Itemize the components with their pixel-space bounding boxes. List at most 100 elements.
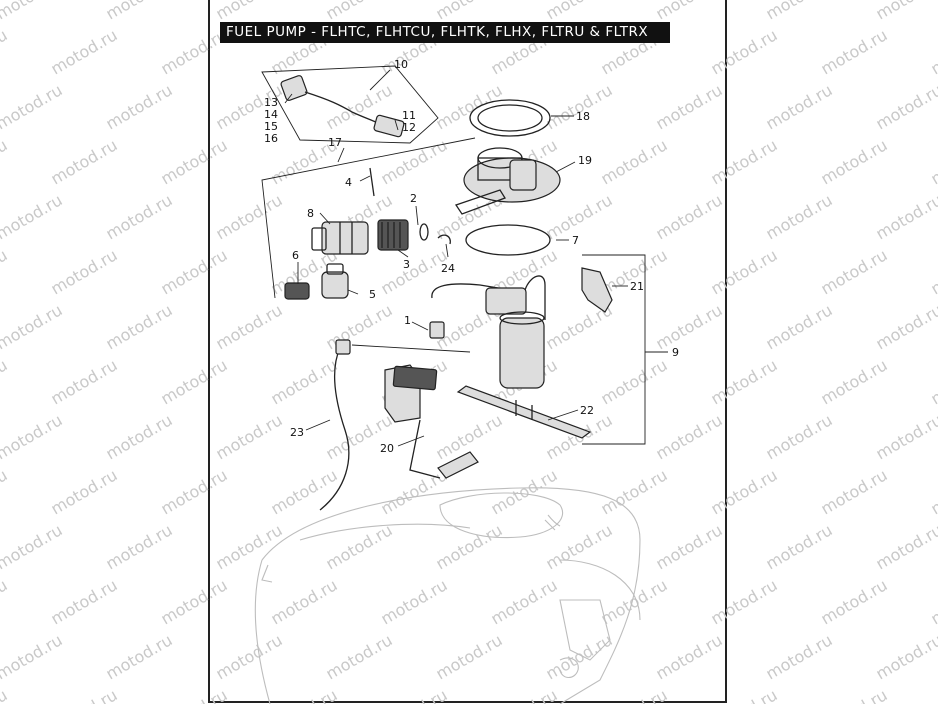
- watermark-text: motod.ru: [708, 25, 781, 78]
- callout-4: 4: [345, 176, 352, 189]
- watermark-text: motod.ru: [0, 520, 66, 573]
- watermark-text: motod.ru: [268, 355, 341, 408]
- callout-20: 20: [380, 442, 394, 455]
- part-17-bracket: [261, 137, 476, 299]
- watermark-text: motod.ru: [103, 630, 176, 683]
- part-10-connector-harness: [261, 65, 439, 144]
- watermark-text: motod.ru: [103, 520, 176, 573]
- watermark-text: motod.ru: [323, 0, 396, 23]
- watermark-text: motod.ru: [213, 300, 286, 353]
- watermark-text: motod.ru: [48, 25, 121, 78]
- callout-11: 11: [402, 109, 416, 122]
- callout-leaders: [284, 69, 668, 447]
- part-23-hose: [319, 339, 471, 511]
- watermark-text: motod.ru: [0, 410, 66, 463]
- watermark-text: motod.ru: [873, 190, 938, 243]
- part-8-pump-module: [311, 221, 369, 255]
- watermark-text: motod.ru: [488, 685, 561, 704]
- watermark-text: motod.ru: [48, 465, 121, 518]
- watermark-text: motod.ru: [213, 0, 286, 23]
- watermark-text: motod.ru: [873, 300, 938, 353]
- watermark-text: motod.ru: [818, 135, 891, 188]
- part-20-level-sender: [384, 364, 479, 479]
- watermark-text: motod.ru: [928, 575, 938, 628]
- watermark-text: motod.ru: [158, 245, 231, 298]
- watermark-text: motod.ru: [0, 0, 66, 23]
- watermark-text: motod.ru: [378, 135, 451, 188]
- callout-21: 21: [630, 280, 644, 293]
- callout-22: 22: [580, 404, 594, 417]
- watermark-text: motod.ru: [928, 245, 938, 298]
- watermark-text: motod.ru: [543, 190, 616, 243]
- watermark-text: motod.ru: [708, 245, 781, 298]
- watermark-text: motod.ru: [653, 0, 726, 23]
- watermark-text: motod.ru: [873, 520, 938, 573]
- watermark-text: motod.ru: [213, 190, 286, 243]
- watermark-text: motod.ru: [818, 575, 891, 628]
- part-24-clamp: [437, 234, 451, 245]
- watermark-text: motod.ru: [48, 135, 121, 188]
- watermark-text: motod.ru: [598, 465, 671, 518]
- watermark-text: motod.ru: [653, 80, 726, 133]
- callout-6: 6: [292, 249, 299, 262]
- part-18-lock-ring: [469, 99, 551, 137]
- watermark-text: motod.ru: [48, 355, 121, 408]
- callout-19: 19: [578, 154, 592, 167]
- watermark-text: motod.ru: [213, 630, 286, 683]
- fuel-tank: [254, 487, 641, 704]
- watermark-text: motod.ru: [158, 465, 231, 518]
- watermark-text: motod.ru: [653, 190, 726, 243]
- watermark-text: motod.ru: [0, 80, 66, 133]
- watermark-text: motod.ru: [873, 0, 938, 23]
- callout-17: 17: [328, 136, 342, 149]
- watermark-text: motod.ru: [598, 355, 671, 408]
- watermark-text: motod.ru: [158, 355, 231, 408]
- watermark-text: motod.ru: [378, 245, 451, 298]
- watermark-text: motod.ru: [0, 630, 66, 683]
- callout-10: 10: [394, 58, 408, 71]
- watermark-text: motod.ru: [103, 0, 176, 23]
- watermark-text: motod.ru: [653, 520, 726, 573]
- watermark-text: motod.ru: [0, 355, 11, 408]
- watermark-text: motod.ru: [818, 465, 891, 518]
- watermark-text: motod.ru: [763, 520, 836, 573]
- watermark-text: motod.ru: [763, 0, 836, 23]
- callout-9: 9: [672, 346, 679, 359]
- part-6-grommet: [284, 282, 310, 300]
- watermark-text: motod.ru: [268, 575, 341, 628]
- callout-14: 14: [264, 108, 278, 121]
- watermark-text: motod.ru: [0, 300, 66, 353]
- callout-3: 3: [403, 258, 410, 271]
- watermark-text: motod.ru: [378, 575, 451, 628]
- watermark-text: motod.ru: [543, 80, 616, 133]
- watermark-text: motod.ru: [708, 685, 781, 704]
- callout-16: 16: [264, 132, 278, 145]
- watermark-text: motod.ru: [323, 410, 396, 463]
- watermark-text: motod.ru: [928, 355, 938, 408]
- part-1-fitting: [429, 321, 445, 339]
- watermark-text: motod.ru: [543, 630, 616, 683]
- watermark-text: motod.ru: [653, 410, 726, 463]
- callout-labels: 10 13 14 15 16 11 12 17 4 2 8 3 24 6 5 1…: [264, 58, 679, 455]
- watermark-text: motod.ru: [48, 575, 121, 628]
- watermark-text: motod.ru: [708, 135, 781, 188]
- callout-1: 1: [404, 314, 411, 327]
- watermark-text: motod.ru: [818, 355, 891, 408]
- watermark-text: motod.ru: [323, 630, 396, 683]
- callout-2: 2: [410, 192, 417, 205]
- watermark-text: motod.ru: [763, 190, 836, 243]
- watermark-text: motod.ru: [708, 575, 781, 628]
- watermark-text: motod.ru: [433, 630, 506, 683]
- diagram-title: FUEL PUMP - FLHTC, FLHTCU, FLHTK, FLHX, …: [220, 22, 670, 43]
- watermark-text: motod.ru: [873, 630, 938, 683]
- part-4-pin: [369, 167, 375, 197]
- watermark-text: motod.ru: [0, 25, 11, 78]
- watermark-text: motod.ru: [213, 410, 286, 463]
- watermark-text: motod.ru: [158, 575, 231, 628]
- part-21-sender: [581, 267, 613, 313]
- watermark-text: motod.ru: [103, 410, 176, 463]
- watermark-text: motod.ru: [598, 135, 671, 188]
- part-9-pump-assembly: [431, 254, 646, 445]
- callout-24: 24: [441, 262, 455, 275]
